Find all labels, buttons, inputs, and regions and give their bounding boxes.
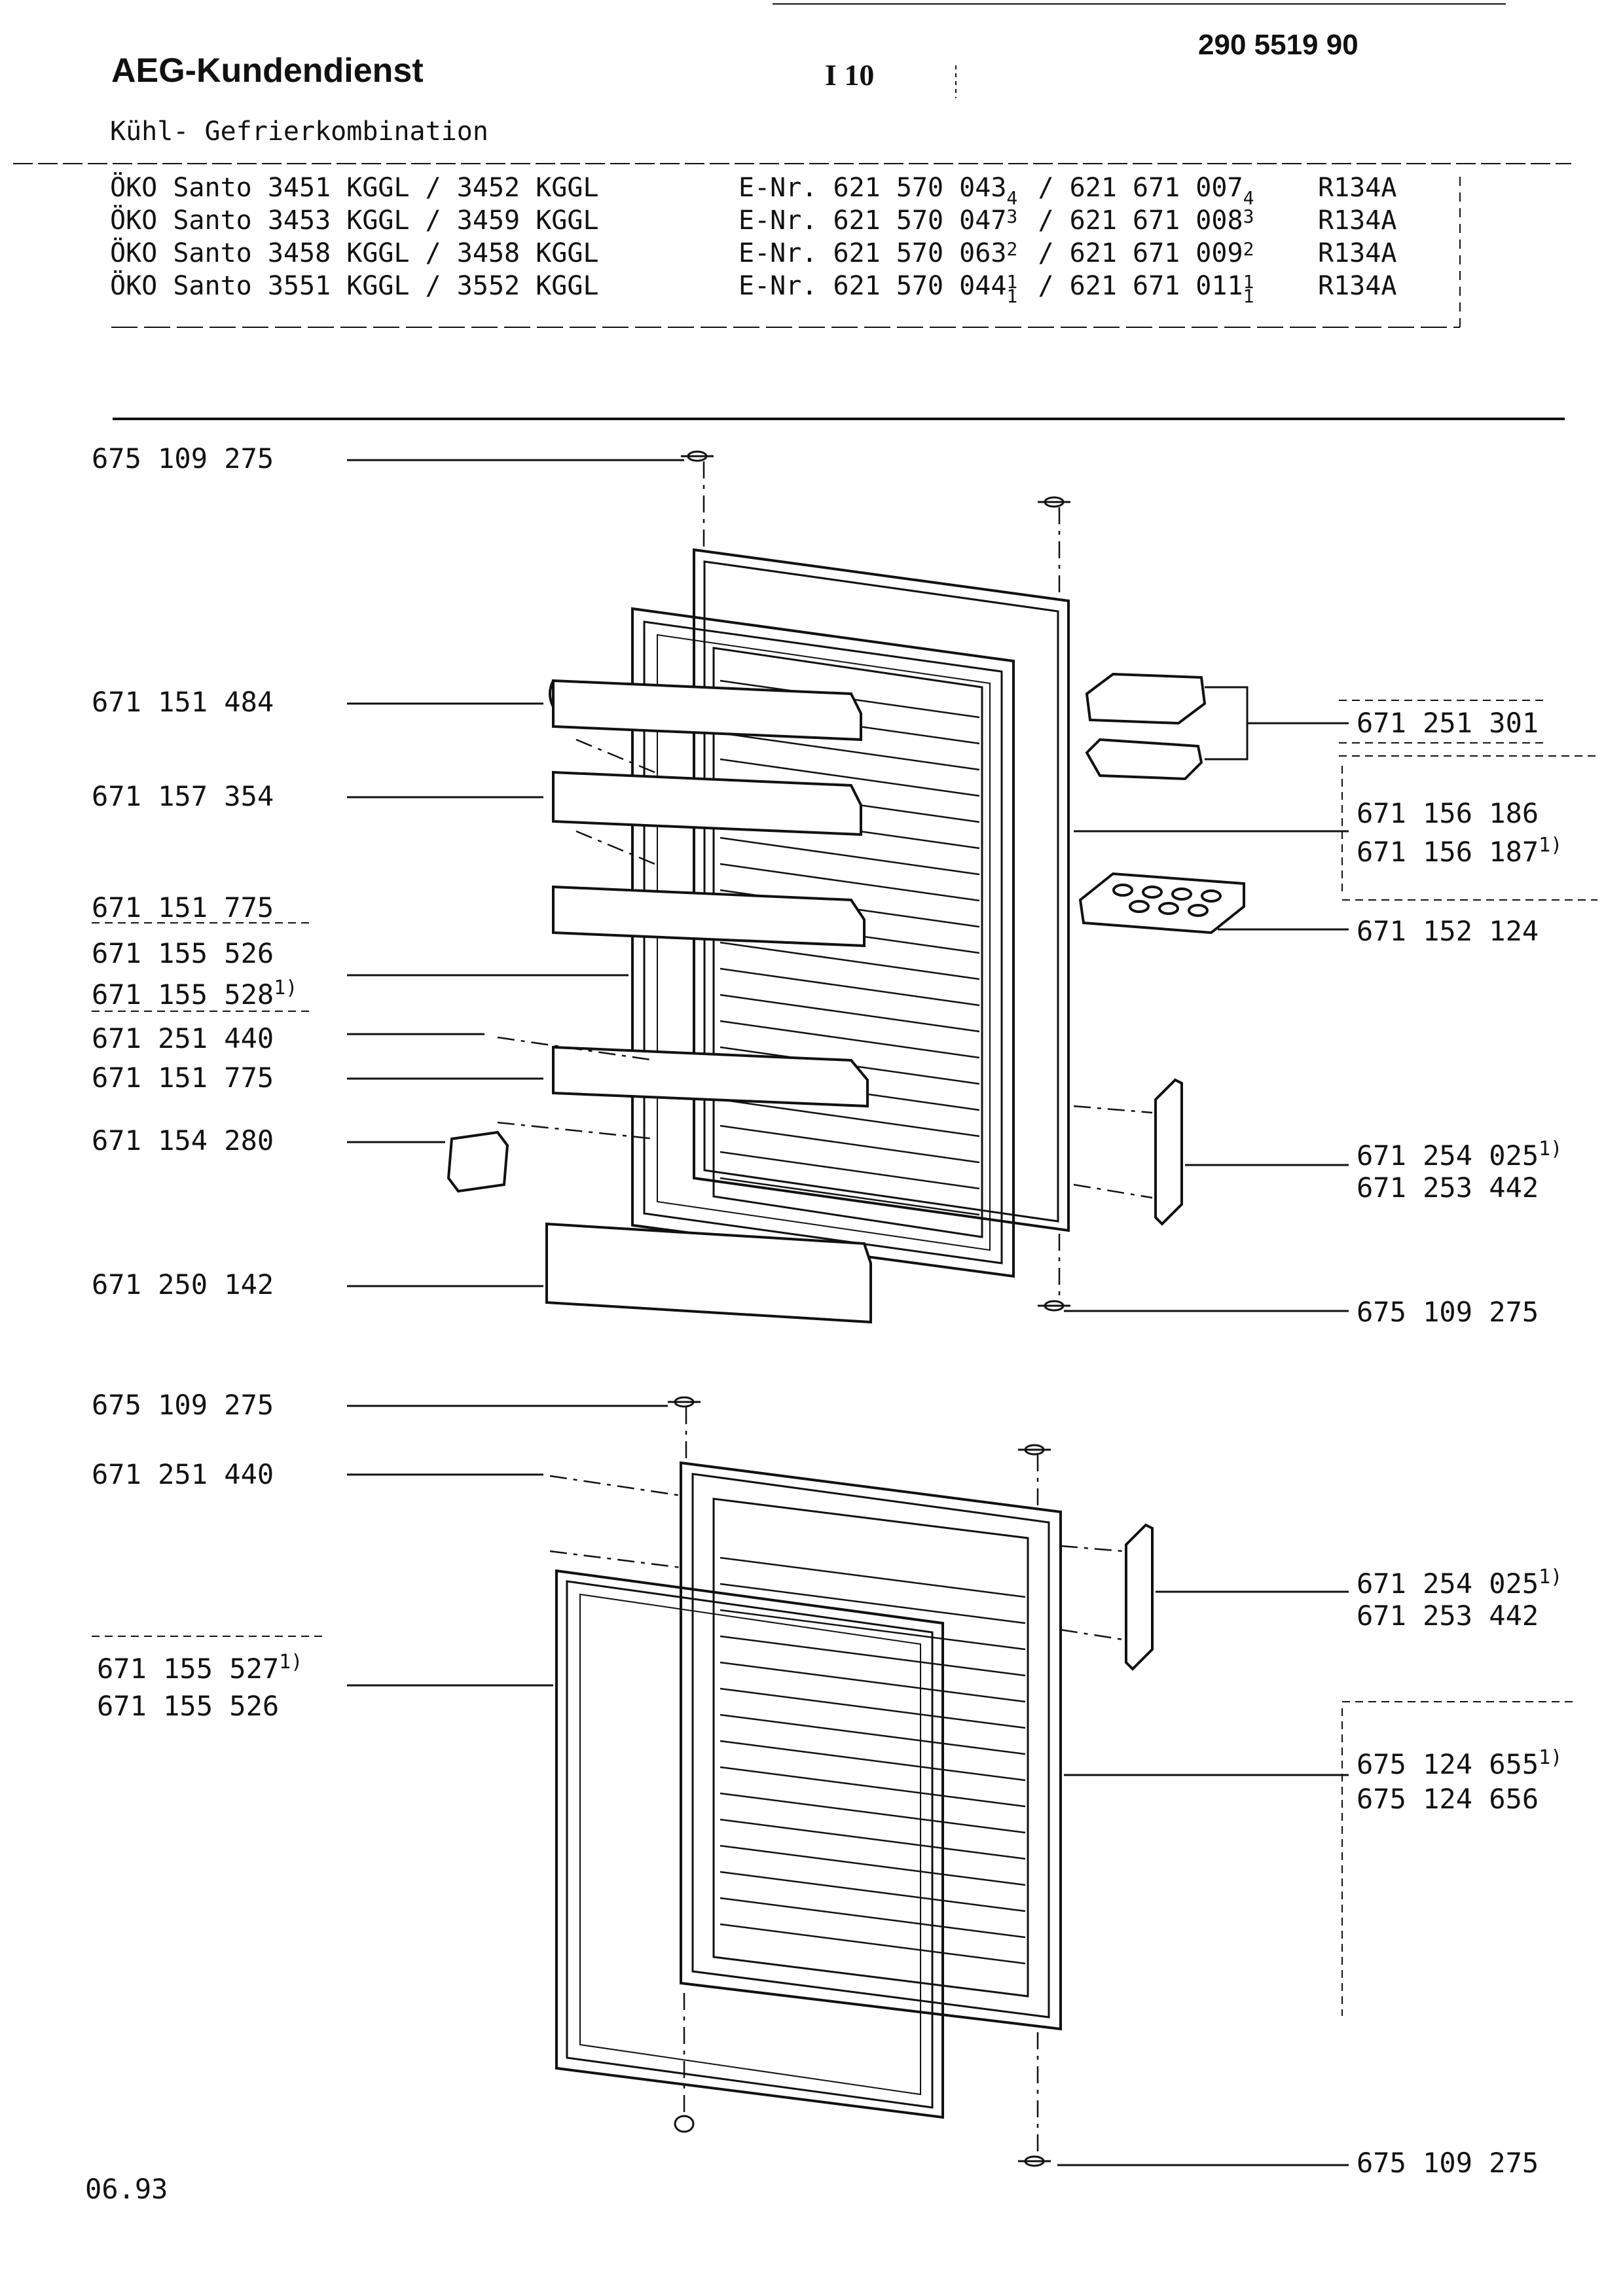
part-label: 671 151 775 — [92, 1062, 274, 1094]
door-shelves — [447, 679, 872, 1324]
label-boxes — [92, 700, 1597, 2016]
fridge-door-seal — [631, 607, 1015, 1278]
part-label: 671 253 442 — [1357, 1600, 1539, 1632]
small-box — [447, 1130, 509, 1193]
part-label: 675 109 275 — [92, 442, 274, 475]
leader-lines — [347, 459, 1349, 2166]
egg-tray — [1078, 872, 1245, 935]
section-label: I 10 — [825, 58, 875, 92]
model-name: ÖKO Santo 3551 KGGL / 3552 KGGL — [110, 271, 599, 301]
model-name: ÖKO Santo 3458 KGGL / 3458 KGGL — [110, 238, 599, 268]
part-label: 671 155 5271) — [97, 1651, 303, 1685]
footer-date: 06.93 — [85, 2173, 168, 2205]
fridge-door-liner — [712, 647, 983, 1238]
part-label: 671 251 301 — [1357, 707, 1539, 739]
shelf-2 — [552, 770, 862, 836]
model-refrigerant: R134A — [1318, 271, 1397, 301]
part-label: 671 151 775 — [92, 891, 274, 924]
page-title: AEG-Kundendienst — [111, 52, 424, 90]
hinge-cover-upper — [1154, 1078, 1183, 1226]
model-refrigerant: R134A — [1318, 238, 1397, 268]
assembly-axes — [497, 461, 1153, 2157]
part-label: 671 254 0251) — [1357, 1566, 1563, 1600]
part-label: 671 156 186 — [1357, 797, 1539, 829]
hinge-pins — [668, 450, 1070, 2167]
part-label: 671 253 442 — [1357, 1172, 1539, 1204]
part-label: 675 124 6551) — [1357, 1746, 1563, 1780]
hinge-cover-lower — [1125, 1523, 1154, 1671]
fridge-door-assembly — [631, 548, 1070, 1278]
part-label: 675 109 275 — [1357, 1296, 1539, 1328]
part-label: 671 250 142 — [92, 1268, 274, 1300]
shelf-1 — [552, 679, 862, 742]
part-label: 671 254 0251) — [1357, 1138, 1563, 1172]
model-name: ÖKO Santo 3451 KGGL / 3452 KGGL — [110, 173, 599, 203]
part-label: 671 156 1871) — [1357, 834, 1563, 868]
model-refrigerant: R134A — [1318, 173, 1397, 203]
part-label: 675 109 275 — [1357, 2147, 1539, 2179]
part-label: 671 151 484 — [92, 686, 274, 718]
butter-tray — [1085, 738, 1203, 781]
model-refrigerant: R134A — [1318, 206, 1397, 236]
freezer-liner-ribs — [720, 1556, 1026, 1965]
part-label: 671 251 440 — [92, 1022, 274, 1054]
model-name: ÖKO Santo 3453 KGGL / 3459 KGGL — [110, 206, 599, 236]
bottom-bottle-shelf — [545, 1222, 872, 1324]
accessory-parts — [1078, 672, 1245, 1226]
shelf-3 — [552, 885, 866, 948]
subtitle: Kühl- Gefrierkombination — [110, 117, 488, 147]
freezer-door-seal — [555, 1569, 944, 2119]
part-label: 671 154 280 — [92, 1124, 274, 1157]
butter-lid — [1085, 672, 1207, 725]
part-label: 671 155 526 — [92, 937, 274, 969]
part-label: 675 109 275 — [92, 1389, 274, 1421]
fridge-door-outer — [693, 548, 1070, 1232]
part-label: 671 251 440 — [92, 1458, 274, 1490]
part-label: 671 155 526 — [97, 1690, 280, 1722]
document-number: 290 5519 90 — [1198, 29, 1359, 61]
freezer-door-liner — [712, 1498, 1029, 1998]
shelf-4 — [552, 1045, 869, 1108]
fridge-liner-ribs — [720, 679, 980, 1216]
part-label: 671 155 5281) — [92, 977, 298, 1011]
part-label: 671 152 124 — [1357, 915, 1539, 947]
part-label: 671 157 354 — [92, 780, 274, 812]
freezer-door-outer — [680, 1461, 1062, 2031]
freezer-door-assembly — [555, 1461, 1062, 2119]
part-label: 675 124 656 — [1357, 1783, 1539, 1815]
